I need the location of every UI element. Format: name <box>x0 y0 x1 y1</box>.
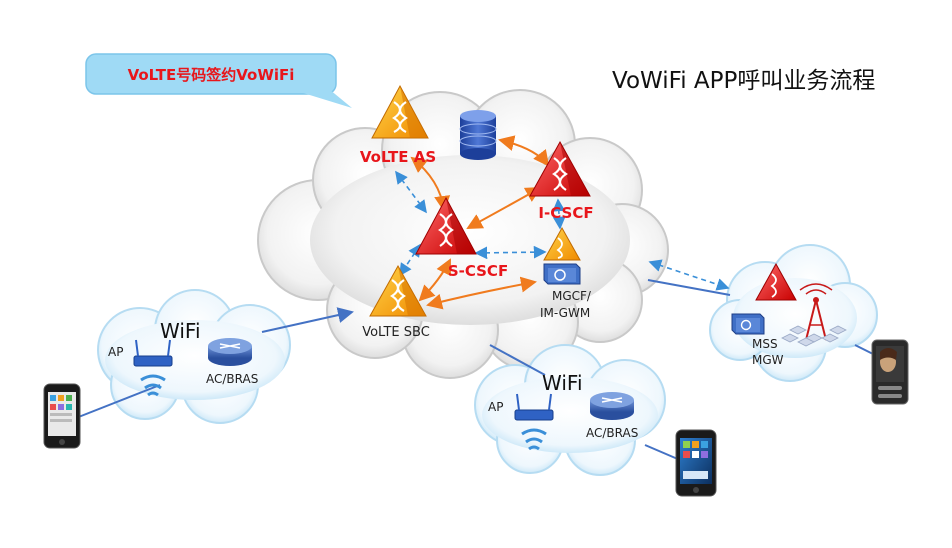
volte-as-label: VoLTE AS <box>360 148 436 166</box>
ap-label-left: AP <box>108 345 123 359</box>
s-cscf-node: S-CSCF <box>415 196 508 280</box>
ims-node-pyramid-icon <box>415 196 477 255</box>
mgcf-node: MGCF/ IM-GWM <box>540 226 592 320</box>
mgw-label: MGW <box>752 353 784 367</box>
ims-node-pyramid-icon <box>529 140 591 197</box>
smartphone-icon <box>871 339 909 405</box>
i-cscf-label: I-CSCF <box>538 204 593 222</box>
gateway-box-icon <box>543 263 581 285</box>
volte-sbc-label: VoLTE SBC <box>362 325 430 340</box>
wifi-ap-icon <box>133 339 173 397</box>
wifi-ap-icon <box>514 393 554 451</box>
dashed-links <box>395 170 730 291</box>
wifi-label-left: WiFi <box>160 319 201 343</box>
bottom-access: WiFi AP AC/BRAS <box>488 371 638 451</box>
callout-text: VoLTE号码签约VoWiFi <box>128 66 295 84</box>
mgcf-label-line2: IM-GWM <box>540 306 590 320</box>
page-title: VoWiFi APP呼叫业务流程 <box>612 68 875 94</box>
smartphone-icon <box>675 429 717 497</box>
mgcf-label-line1: MGCF/ <box>552 289 592 303</box>
router-icon <box>208 338 252 366</box>
circuit-domain-cloud <box>709 244 878 382</box>
left-access: WiFi AP AC/BRAS <box>108 319 258 397</box>
ims-node-pyramid-icon <box>369 264 427 317</box>
wifi-cloud-left <box>97 289 291 424</box>
ims-node-pyramid-icon <box>371 84 429 139</box>
cell-tower-icon <box>781 283 847 347</box>
ap-label-bottom: AP <box>488 400 503 414</box>
volte-sbc-node: VoLTE SBC <box>362 264 430 340</box>
i-cscf-node: I-CSCF <box>529 140 594 222</box>
router-label-left: AC/BRAS <box>206 372 258 386</box>
callout: VoLTE号码签约VoWiFi <box>85 53 352 108</box>
smartphone-icon <box>43 383 81 449</box>
s-cscf-label: S-CSCF <box>448 262 508 280</box>
database-icon <box>459 110 497 160</box>
mss-label: MSS <box>752 337 778 351</box>
volte-as-node: VoLTE AS <box>360 84 436 166</box>
gateway-box-icon <box>731 313 765 335</box>
ims-node-pyramid-icon <box>755 262 797 301</box>
mss-mgw-node: MSS MGW <box>731 262 847 367</box>
router-icon <box>590 392 634 420</box>
ims-node-pyramid-icon <box>543 226 581 261</box>
wifi-cloud-bottom <box>474 344 666 476</box>
wifi-label-bottom: WiFi <box>542 371 583 395</box>
router-label-bottom: AC/BRAS <box>586 426 638 440</box>
